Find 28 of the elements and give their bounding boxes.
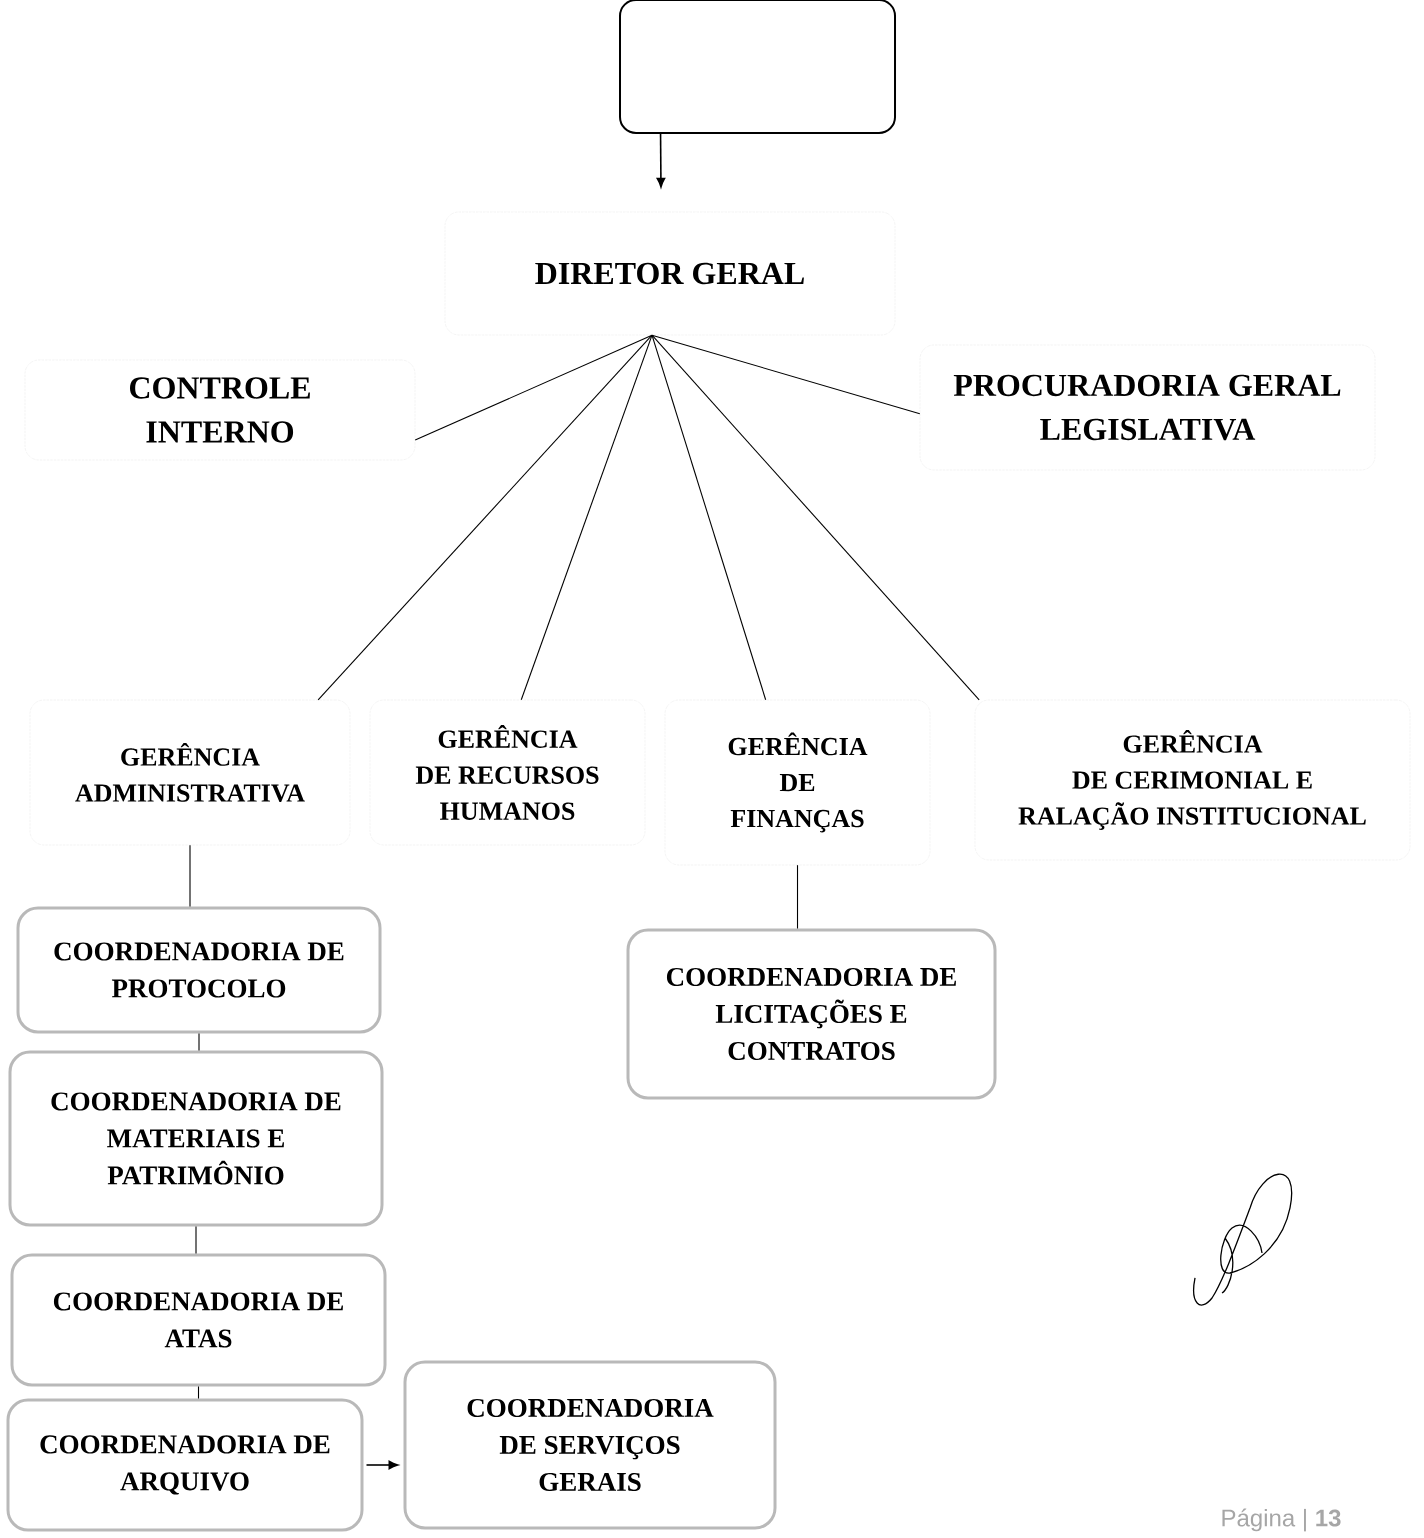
connector-line	[520, 334, 653, 701]
connector-line	[197, 1385, 200, 1400]
unit-box: COORDENADORIA DE MATERIAIS E PATRIMÔNIO	[8, 1050, 384, 1227]
unit-box: COORDENADORIA DE LICITAÇÕES E CONTRATOS	[626, 928, 997, 1100]
connector-line	[651, 334, 980, 701]
unit-box: GERÊNCIA DE CERIMONIAL E RALAÇÃO INSTITUCIONAL	[974, 699, 1411, 861]
connector-line	[189, 844, 191, 908]
connector-line	[317, 334, 653, 701]
arrow	[656, 133, 666, 188]
header-box	[619, 0, 896, 134]
connector-line	[414, 334, 653, 441]
connector-line	[651, 334, 921, 415]
connector-line	[198, 1032, 200, 1052]
unit-box: CONTROLE INTERNO	[24, 359, 416, 461]
unit-box: GERÊNCIA ADMINISTRATIVA	[29, 699, 351, 846]
unit-box: PROCURADORIA GERAL LEGISLATIVA	[919, 344, 1376, 471]
connector-line	[651, 334, 767, 701]
unit-box: GERÊNCIA DE FINANÇAS	[664, 699, 931, 866]
arrow	[365, 1460, 399, 1470]
unit-box: COORDENADORIA DE PROTOCOLO	[16, 906, 382, 1034]
unit-box: COORDENADORIA DE ARQUIVO	[6, 1398, 364, 1532]
unit-box: COORDENADORIA DE ATAS	[10, 1253, 387, 1387]
connector-line	[796, 864, 799, 930]
connector-line	[195, 1225, 197, 1255]
unit-box: GERÊNCIA DE RECURSOS HUMANOS	[369, 699, 646, 846]
page-number: Página | 13	[1222, 1508, 1341, 1532]
unit-box: COORDENADORIA DE SERVIÇOS GERAIS	[403, 1360, 777, 1530]
unit-box: DIRETOR GERAL	[444, 211, 896, 336]
